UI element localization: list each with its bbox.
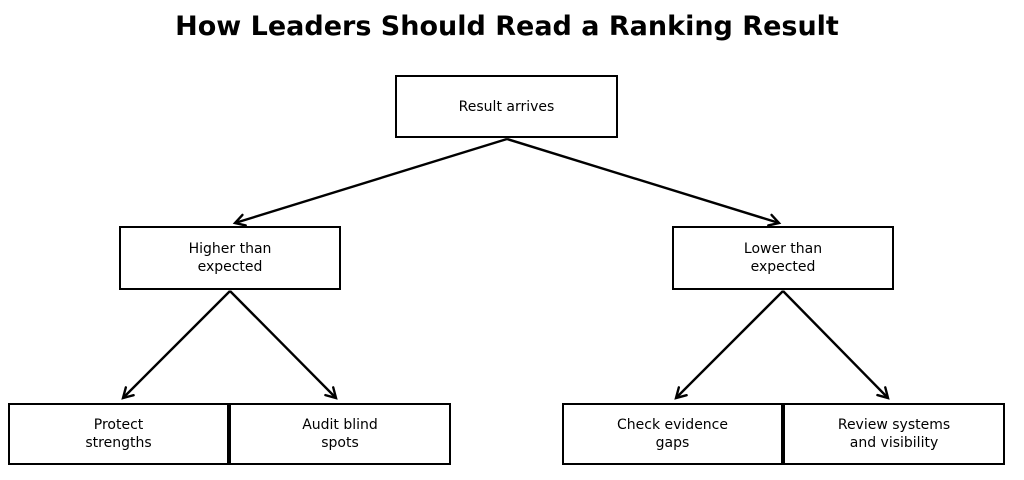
node-label-line: strengths	[85, 435, 152, 451]
node-label-line: Higher than	[188, 241, 272, 257]
node-label-line: expected	[197, 259, 263, 275]
node-label-line: Check evidence	[617, 417, 728, 433]
arrow-lower-to-review	[782, 290, 890, 400]
node-label-line: Protect	[93, 417, 144, 433]
arrow-higher-to-protect	[121, 290, 231, 400]
node-label-line: and visibility	[849, 435, 939, 451]
node-check-evidence-gaps: Check evidence gaps	[562, 403, 783, 465]
node-higher-than-expected: Higher than expected	[119, 226, 341, 290]
page-title: How Leaders Should Read a Ranking Result	[175, 11, 839, 42]
node-label-line: Result arrives	[458, 98, 555, 115]
arrow-lower-to-check	[674, 290, 784, 400]
node-label-line: gaps	[655, 435, 690, 451]
node-audit-blind-spots: Audit blind spots	[229, 403, 451, 465]
node-label-line: Lower than	[743, 241, 823, 257]
node-lower-than-expected: Lower than expected	[672, 226, 894, 290]
node-label-line: Audit blind	[302, 417, 378, 433]
node-label-line: expected	[750, 259, 816, 275]
node-protect-strengths: Protect strengths	[8, 403, 229, 465]
node-label-line: Review systems	[837, 417, 951, 433]
node-result-arrives: Result arrives	[395, 75, 618, 138]
arrow-root-to-higher	[232, 137, 508, 227]
arrow-higher-to-audit	[229, 290, 338, 400]
node-label-line: spots	[321, 435, 359, 451]
node-review-systems-visibility: Review systems and visibility	[783, 403, 1005, 465]
arrow-root-to-lower	[506, 137, 782, 227]
